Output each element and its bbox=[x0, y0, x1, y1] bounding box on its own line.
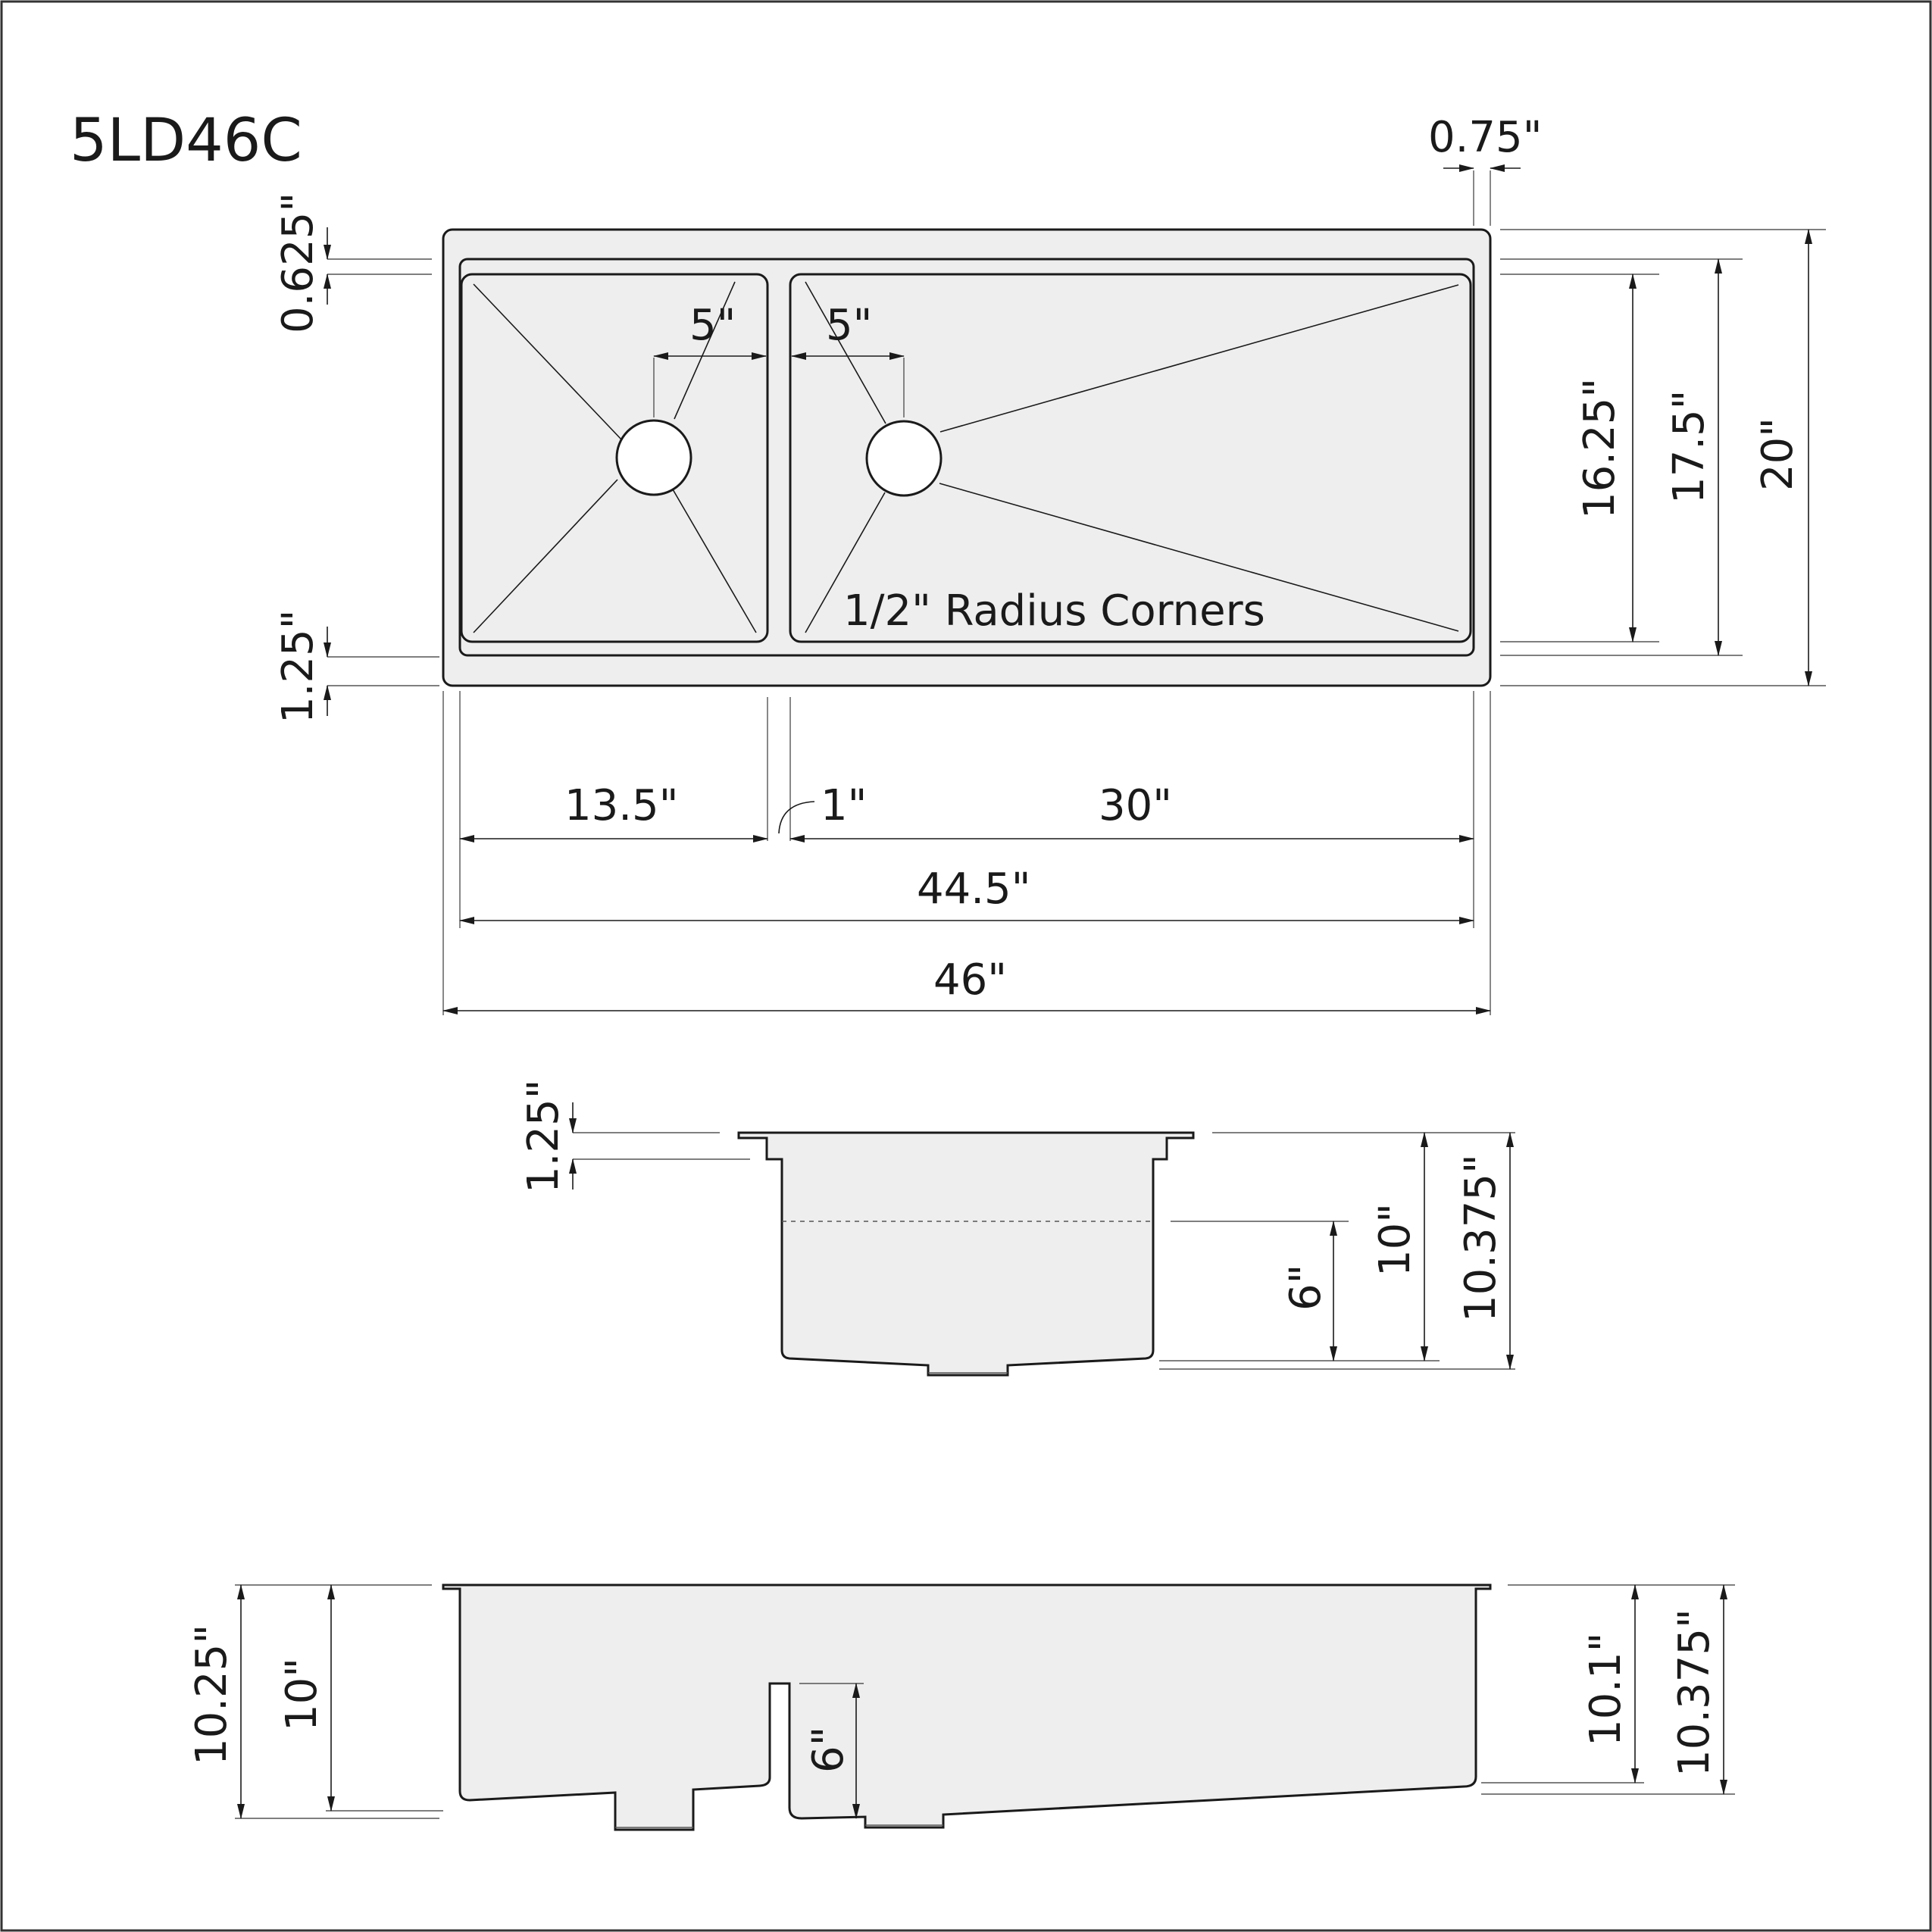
right-bowl bbox=[789, 273, 1472, 643]
drain-offset-left: 5" bbox=[689, 301, 736, 350]
bowl-depth-outer: 17.5" bbox=[1665, 390, 1714, 504]
left-drain bbox=[615, 419, 692, 496]
left-bowl-width: 13.5" bbox=[564, 781, 678, 830]
radius-note: 1/2" Radius Corners bbox=[843, 586, 1265, 636]
side-bowl-depth: 10" bbox=[1371, 1203, 1420, 1277]
front-right-depth-inner: 10.1" bbox=[1581, 1633, 1630, 1746]
side-divider-height: 6" bbox=[1281, 1265, 1330, 1311]
inner-width: 44.5" bbox=[917, 864, 1030, 914]
sink-inner-rim bbox=[458, 258, 1475, 657]
bottom-margin: 1.25" bbox=[274, 610, 323, 724]
front-view: 10.25" 10" 6" 10.1" 10.375" bbox=[187, 1583, 1735, 1831]
front-divider-height: 6" bbox=[804, 1727, 853, 1773]
top-view: 1/2" Radius Corners 5" 5" 0.75" 0.625" 1… bbox=[274, 113, 1826, 1015]
left-bowl bbox=[460, 273, 769, 643]
right-bowl-width: 30" bbox=[1099, 781, 1172, 830]
overall-depth: 20" bbox=[1753, 417, 1802, 491]
front-left-depth-outer: 10.25" bbox=[187, 1624, 236, 1765]
divider-width: 1" bbox=[821, 781, 867, 830]
model-title: 5LD46C bbox=[70, 107, 302, 175]
flange-thickness: 0.75" bbox=[1428, 113, 1542, 162]
bowl-depth-inner: 16.25" bbox=[1575, 378, 1624, 519]
side-profile bbox=[737, 1131, 1195, 1377]
front-right-depth-outer: 10.375" bbox=[1670, 1608, 1719, 1777]
side-overall-height: 10.375" bbox=[1456, 1154, 1505, 1322]
drain-offset-right: 5" bbox=[826, 301, 872, 350]
side-flange-height: 1.25" bbox=[519, 1080, 568, 1193]
overall-width: 46" bbox=[933, 955, 1007, 1005]
front-profile bbox=[442, 1583, 1492, 1831]
front-left-depth-inner: 10" bbox=[277, 1658, 327, 1731]
right-drain bbox=[865, 420, 943, 497]
side-view: 1.25" 6" 10" 10.375" bbox=[519, 1080, 1515, 1377]
top-margin: 0.625" bbox=[274, 192, 323, 333]
